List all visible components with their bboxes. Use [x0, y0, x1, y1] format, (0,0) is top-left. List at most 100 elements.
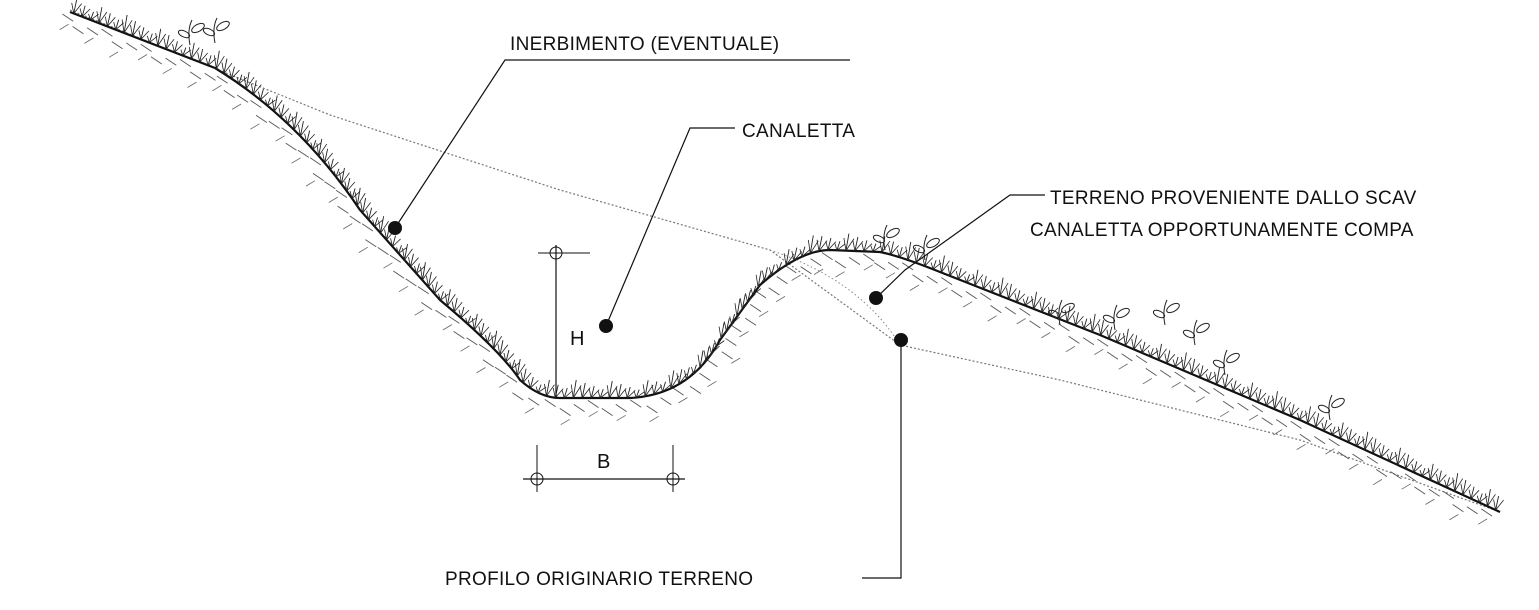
hatch-stroke: [111, 41, 123, 50]
hatch-stroke: [1337, 451, 1350, 460]
grass-tuft: [1460, 479, 1472, 496]
leader-dot-terreno: [869, 291, 883, 305]
hatch-stroke: [1135, 355, 1148, 364]
hatch-stroke: [1372, 479, 1383, 486]
grass-tuft: [723, 318, 735, 332]
hatch-stroke: [460, 345, 470, 352]
grass-tuft: [1189, 358, 1201, 375]
grass-tuft: [997, 277, 1009, 296]
hatch-stroke: [912, 274, 924, 283]
grass-tuft: [852, 236, 864, 252]
hatch-stroke: [126, 42, 138, 51]
hatch-stroke: [1068, 335, 1080, 344]
grass-tuft: [633, 389, 645, 398]
hatch-stroke: [1428, 488, 1440, 497]
hatch-stroke: [1290, 420, 1302, 429]
grass-tuft: [408, 253, 419, 268]
hatch-stroke: [281, 127, 293, 136]
grass-tuft: [922, 253, 933, 267]
hatch-stroke: [1366, 455, 1378, 464]
plant-leaf: [1182, 319, 1210, 346]
grass-tuft: [660, 381, 671, 393]
hatch-stroke: [941, 277, 953, 286]
hatch-stroke: [275, 135, 285, 142]
hatch-stroke: [389, 254, 402, 263]
hatch-stroke: [398, 285, 409, 293]
hatch-stroke: [140, 43, 152, 52]
hatch-stroke: [1195, 396, 1206, 403]
grass-tuft: [360, 197, 371, 214]
hatch-stroke: [1016, 318, 1026, 325]
grass-tuft: [414, 263, 425, 274]
hatch-stroke: [1352, 453, 1364, 462]
hatch-stroke: [1251, 404, 1264, 413]
hatch-stroke: [1118, 363, 1128, 370]
grass-tuft: [691, 364, 702, 375]
leader-canaletta: [599, 127, 735, 333]
hatch-stroke: [1004, 306, 1017, 315]
grass-tuft: [1337, 422, 1349, 439]
hatch-stroke: [250, 100, 262, 108]
hatch-stroke: [1481, 508, 1493, 517]
hatch-stroke: [1261, 417, 1273, 426]
grass-tuft: [163, 35, 175, 50]
hatch-stroke: [358, 246, 369, 253]
grass-tuft: [1427, 463, 1439, 481]
plant-leaf: [177, 19, 205, 46]
grass-tuft: [861, 240, 873, 252]
plant-leaf: [1317, 394, 1345, 421]
grass-tuft: [1181, 352, 1192, 371]
hatch-stroke: [1222, 400, 1235, 409]
grass-tuft: [750, 285, 762, 296]
grass-tuft: [155, 28, 167, 47]
grass-tuft: [972, 269, 984, 286]
grass-tuft: [1006, 283, 1017, 300]
hatch-stroke: [1414, 486, 1426, 495]
hatch-stroke: [1160, 369, 1172, 378]
grass-tuft: [1197, 365, 1209, 378]
grass-tuft: [896, 246, 908, 258]
hatch-stroke: [1425, 498, 1435, 505]
hatch-stroke: [1401, 483, 1411, 490]
plant-leaf: [872, 224, 900, 251]
grass-tuft: [339, 167, 350, 185]
grass-tuft: [1288, 404, 1300, 417]
dimension-height: H: [538, 245, 590, 398]
grass-tuft: [138, 27, 150, 40]
hatch-stroke: [1272, 429, 1283, 436]
plant-leaf: [912, 234, 940, 261]
grass-tuft: [509, 359, 520, 370]
hatch-stroke: [1213, 388, 1225, 396]
hatch-stroke: [926, 275, 938, 284]
grass-tuft: [1139, 341, 1151, 354]
grass-tuft: [624, 386, 636, 399]
hatch-stroke: [108, 51, 119, 58]
grass-tuft: [888, 241, 899, 255]
plant-leaf: [202, 17, 230, 44]
plant-leaf: [1212, 349, 1240, 376]
grass-tuft: [807, 235, 819, 254]
hatch-stroke: [1198, 386, 1210, 395]
grass-tuft: [349, 188, 361, 199]
grass-tuft: [745, 290, 756, 303]
hatch-stroke: [435, 309, 447, 318]
hatch-stroke: [758, 310, 769, 317]
grass-tuft: [843, 233, 855, 251]
grass-tuft: [642, 380, 654, 397]
grass-tuft: [258, 88, 269, 101]
hatch-stroke: [885, 272, 896, 279]
grass-tuft: [1280, 397, 1292, 413]
hatch-stroke: [187, 81, 197, 88]
hatch-stroke: [1477, 518, 1488, 525]
hatch-stroke: [630, 399, 642, 408]
grass-tuft: [1214, 367, 1225, 385]
hatch-stroke: [615, 404, 627, 412]
hatch-stroke: [1041, 332, 1051, 339]
hatch-stroke: [706, 359, 718, 368]
grass-tuft: [1485, 489, 1496, 507]
plant-leaf: [1152, 299, 1180, 326]
hatch-stroke: [342, 223, 353, 230]
grass-tuft: [497, 340, 509, 356]
hatch-stroke: [1442, 491, 1455, 499]
hatch-stroke: [835, 271, 845, 278]
